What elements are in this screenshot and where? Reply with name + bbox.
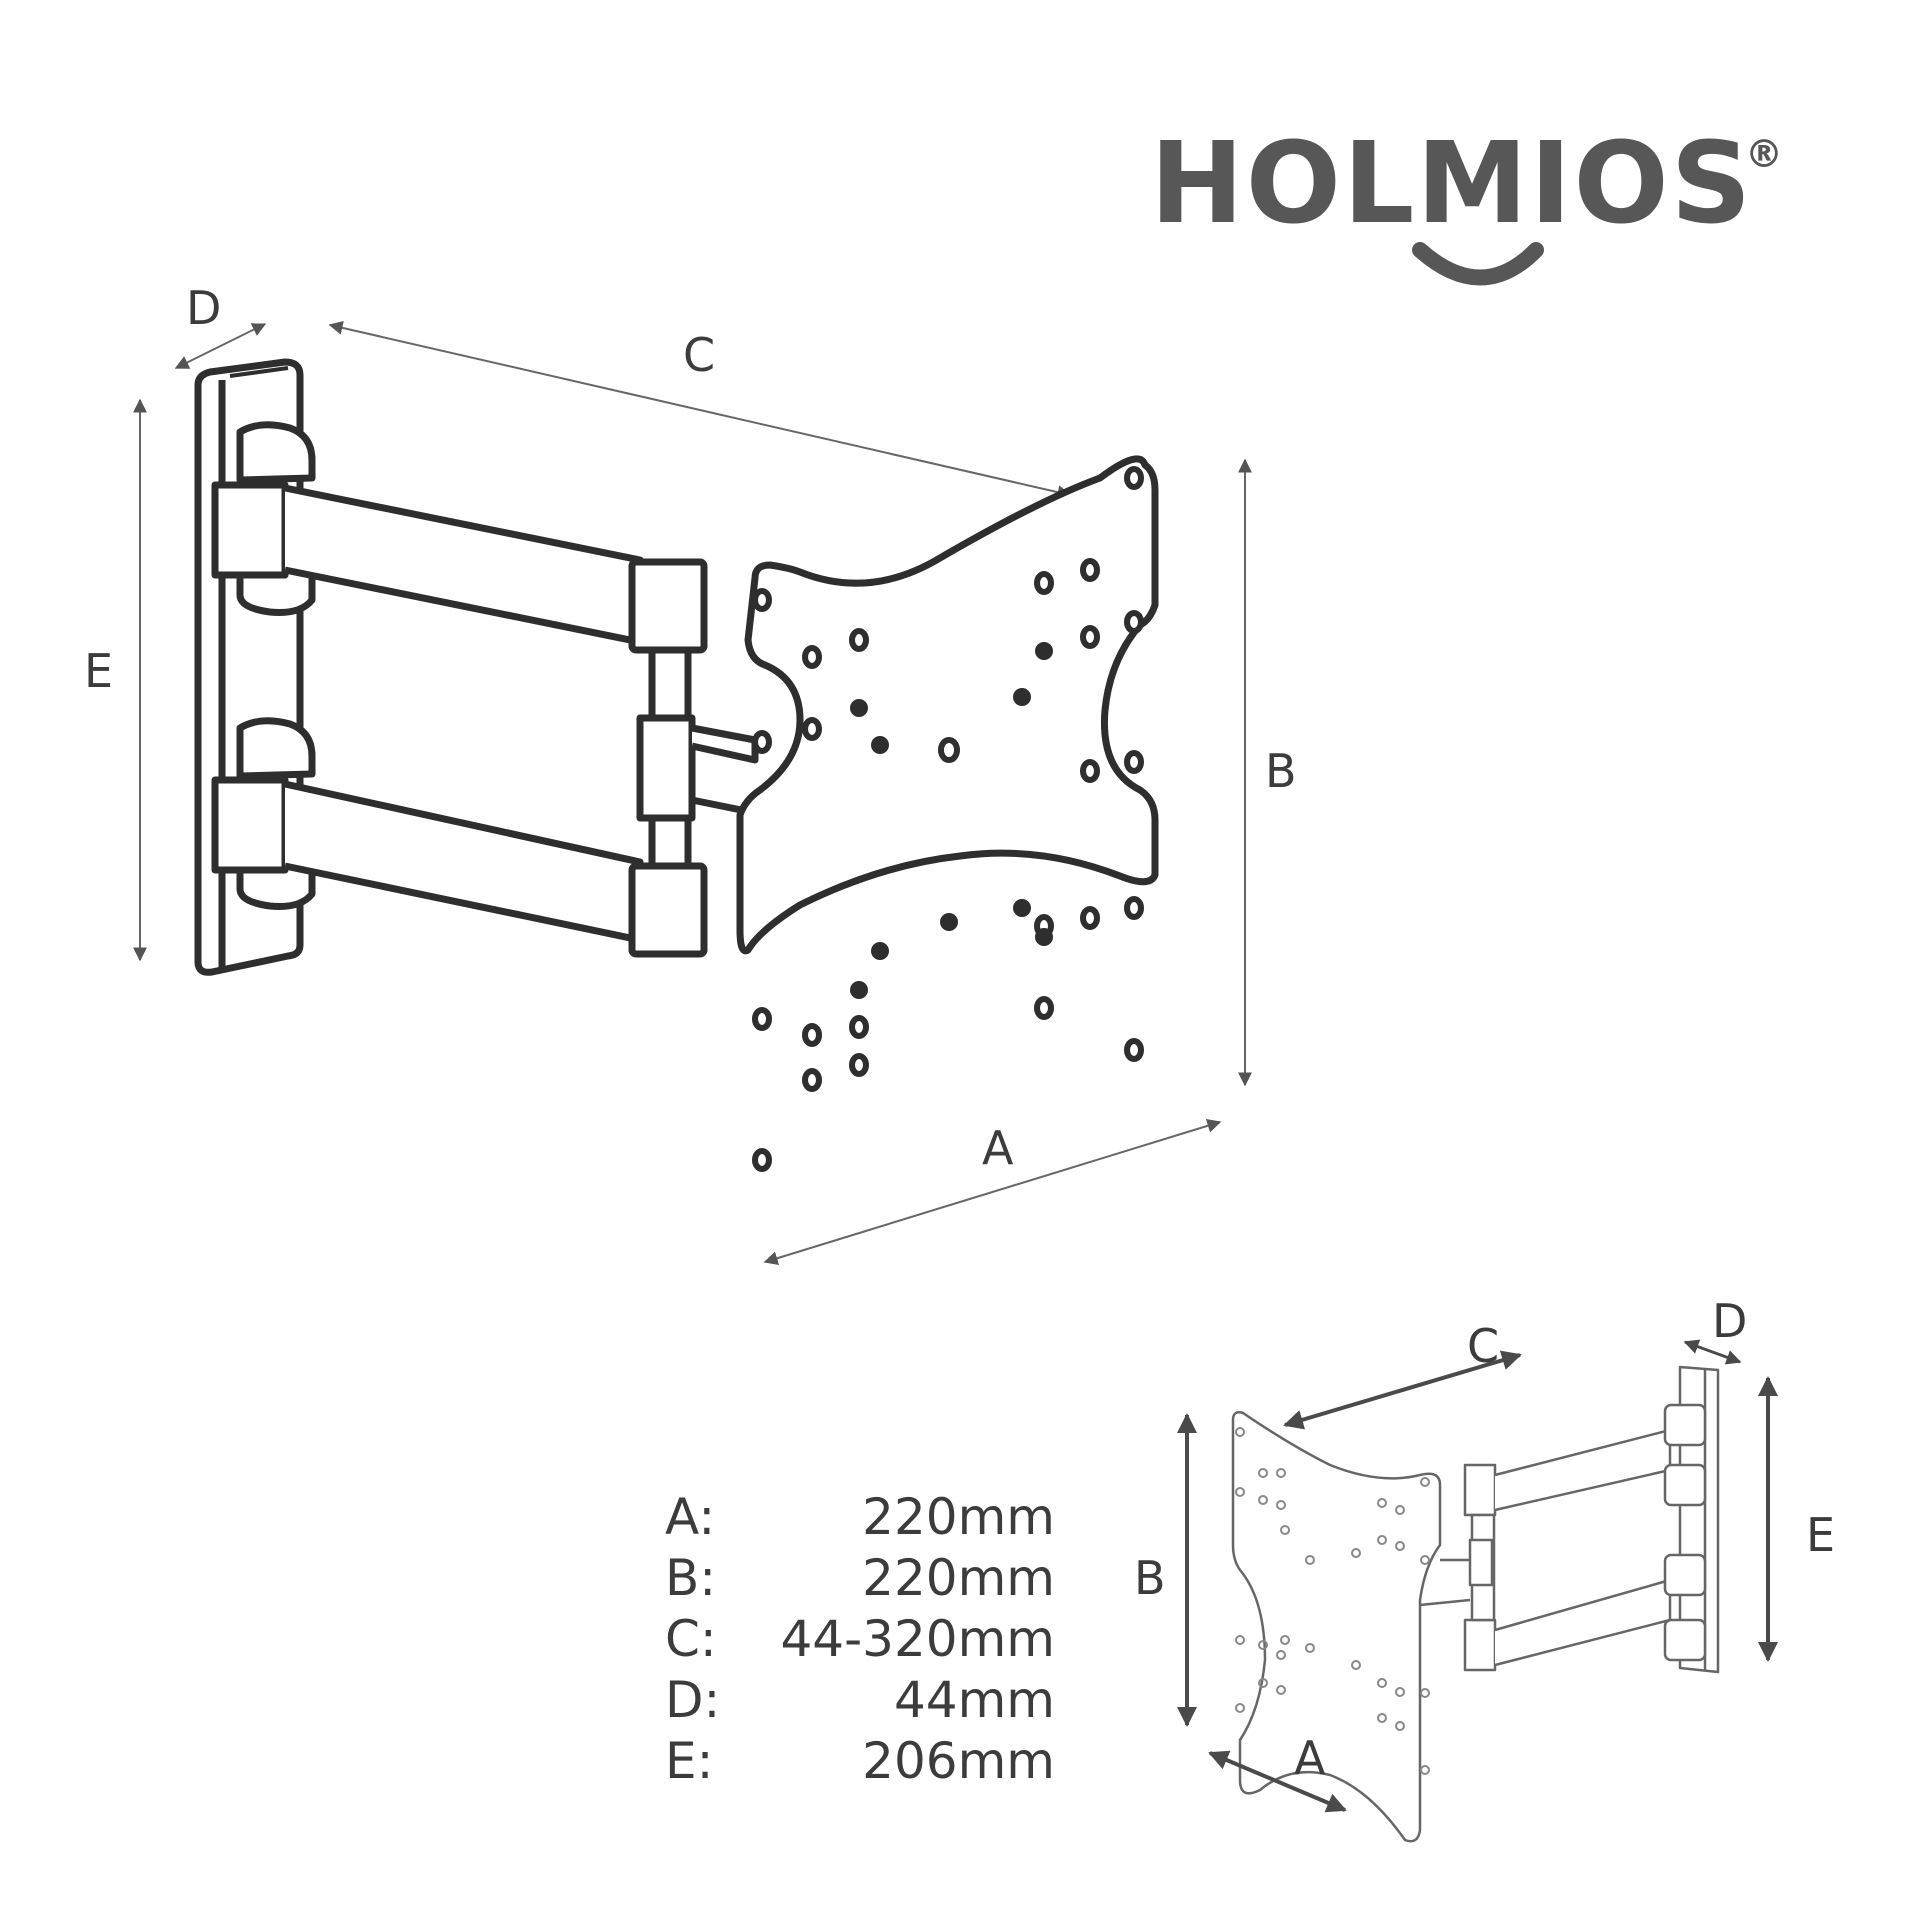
- upper-arm: [211, 421, 708, 654]
- dimension-d-arrow: [174, 323, 267, 369]
- vesa-holes-filled: [850, 642, 1053, 999]
- spec-row-d: D: 44mm: [665, 1670, 1055, 1731]
- small-dimension-c-arrow: [1283, 1350, 1522, 1430]
- brand-name: HOLMIOS: [1150, 119, 1754, 249]
- small-label-a: A: [1294, 1731, 1326, 1785]
- small-mount-diagram: [1231, 1365, 1720, 1843]
- small-dimension-a-arrow: [1208, 1750, 1347, 1813]
- dimension-a-arrow: [763, 1119, 1222, 1265]
- lower-arm: [211, 717, 708, 958]
- main-label-d: D: [186, 281, 222, 335]
- small-dimension-arrows: [1177, 1339, 1778, 1813]
- spec-value: 206mm: [862, 1732, 1055, 1790]
- small-dimension-d-arrow: [1683, 1339, 1742, 1365]
- spec-value: 220mm: [862, 1549, 1055, 1607]
- spec-key: E:: [665, 1732, 714, 1790]
- small-label-c: C: [1467, 1319, 1500, 1373]
- main-label-a: A: [982, 1121, 1014, 1175]
- spec-row-e: E: 206mm: [665, 1731, 1055, 1792]
- spec-row-b: B: 220mm: [665, 1548, 1055, 1609]
- dimension-c-arrow: [328, 320, 1072, 500]
- spec-key: A:: [665, 1488, 716, 1546]
- small-label-e: E: [1806, 1508, 1836, 1562]
- spec-key: C:: [665, 1610, 717, 1668]
- dimension-spec-list: A: 220mm B: 220mm C: 44-320mm D: 44mm E:…: [665, 1487, 1055, 1792]
- spec-value: 44mm: [893, 1671, 1055, 1729]
- main-label-b: B: [1265, 744, 1297, 798]
- spec-value: 220mm: [862, 1488, 1055, 1546]
- main-label-e: E: [84, 644, 114, 698]
- main-label-c: C: [683, 328, 716, 382]
- spec-row-c: C: 44-320mm: [665, 1609, 1055, 1670]
- spec-value: 44-320mm: [780, 1610, 1055, 1668]
- spec-row-a: A: 220mm: [665, 1487, 1055, 1548]
- spec-key: D:: [665, 1671, 721, 1729]
- small-vesa-holes: [1235, 1427, 1430, 1775]
- small-label-d: D: [1712, 1294, 1748, 1348]
- vesa-plate: [736, 455, 1159, 955]
- spec-key: B:: [665, 1549, 717, 1607]
- brand-logo: HOLMIOS: [1150, 128, 1753, 240]
- small-label-b: B: [1134, 1551, 1166, 1605]
- registered-mark: ®: [1745, 132, 1783, 176]
- vesa-holes: [752, 466, 1144, 1172]
- dimension-lines: [133, 320, 1252, 1265]
